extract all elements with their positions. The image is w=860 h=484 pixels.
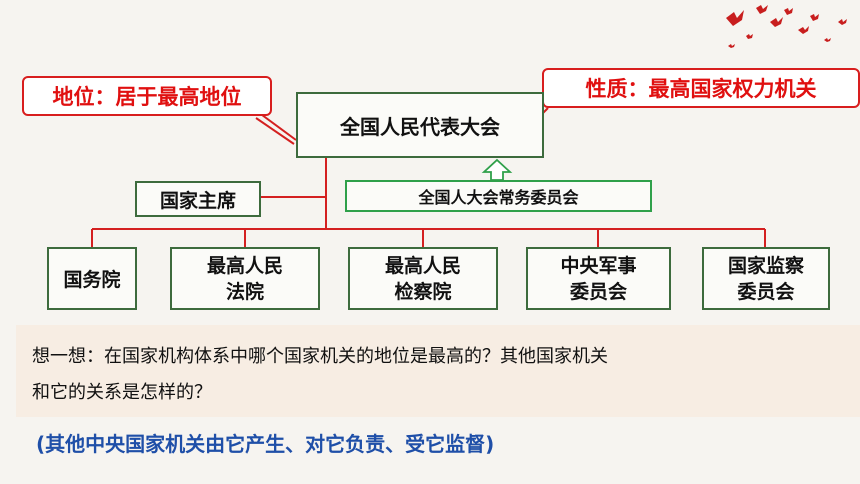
question-line: 和它的关系是怎样的？ xyxy=(32,382,212,403)
president-box: 国家主席 xyxy=(135,181,261,217)
up-arrow xyxy=(481,158,513,181)
status-pointer xyxy=(255,117,295,145)
question-line: 想一想：在国家机构体系中哪个国家机关的地位是最高的？其他国家机关 xyxy=(32,346,608,367)
organ-label-line1: 国家监察 xyxy=(727,254,804,277)
answer-text: (其他中央国家机关由它产生、对它负责、受它监督) xyxy=(36,432,495,456)
flying-birds-decoration xyxy=(726,5,847,48)
organ-label-line2: 委员会 xyxy=(737,280,795,303)
state-council-box: 国务院 xyxy=(47,247,137,310)
organ-label-line1: 国务院 xyxy=(63,269,121,291)
organ-label-line2: 检察院 xyxy=(394,280,452,303)
status-callout: 地位：居于最高地位 xyxy=(22,76,272,116)
nature-callout: 性质：最高国家权力机关 xyxy=(542,68,860,108)
supreme-procuratorate-box: 最高人民 检察院 xyxy=(348,247,498,310)
organ-label-line1: 中央军事 xyxy=(560,254,637,277)
npc-box: 全国人民代表大会 xyxy=(296,92,544,158)
question-panel: 想一想：在国家机构体系中哪个国家机关的地位是最高的？其他国家机关 和它的关系是怎… xyxy=(16,325,860,417)
national-supervisory-commission-box: 国家监察 委员会 xyxy=(702,247,830,310)
central-military-commission-box: 中央军事 委员会 xyxy=(526,247,671,310)
organ-label-line2: 法院 xyxy=(225,280,264,303)
standing-committee-box: 全国人大会常务委员会 xyxy=(345,180,652,212)
supreme-court-box: 最高人民 法院 xyxy=(170,247,320,310)
organ-label-line2: 委员会 xyxy=(569,280,627,303)
organ-label-line1: 最高人民 xyxy=(384,254,461,277)
organ-label-line1: 最高人民 xyxy=(206,254,283,277)
status-pointer xyxy=(257,111,297,141)
